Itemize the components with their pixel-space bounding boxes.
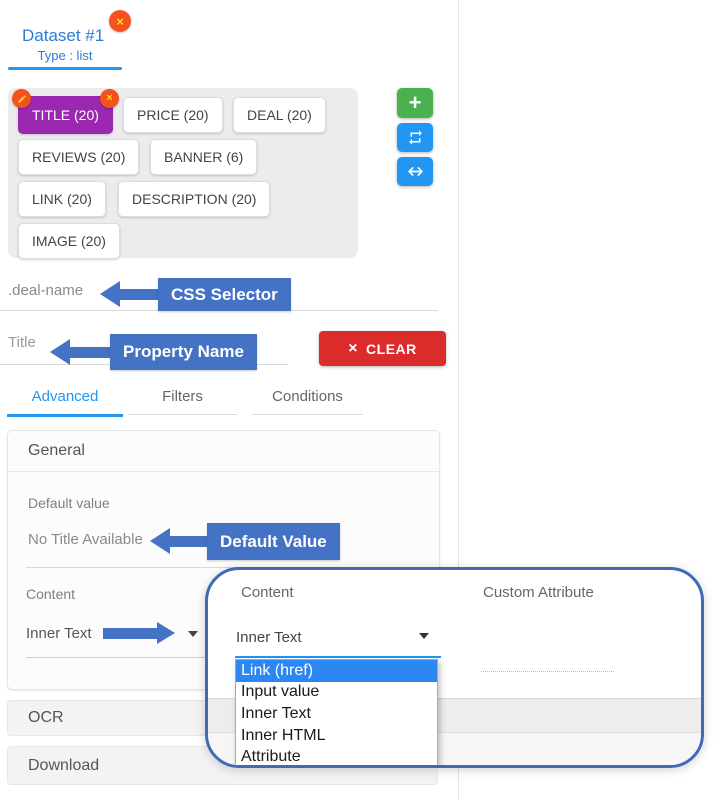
- arrow-shaft: [103, 628, 158, 639]
- chip-label: BANNER (6): [164, 149, 244, 165]
- chevron-down-icon[interactable]: [419, 633, 429, 639]
- field-chip-reviews[interactable]: REVIEWS (20): [18, 139, 140, 175]
- tab-conditions[interactable]: Conditions: [252, 388, 363, 415]
- option-link-href[interactable]: Link (href): [236, 660, 437, 682]
- general-header[interactable]: General: [28, 442, 85, 459]
- chip-label: DESCRIPTION (20): [132, 191, 257, 207]
- default-value-input[interactable]: No Title Available: [28, 531, 143, 548]
- custom-attribute-input[interactable]: [481, 671, 614, 672]
- option-input-value[interactable]: Input value: [241, 683, 320, 701]
- clear-button[interactable]: × CLEAR: [319, 331, 446, 366]
- plus-icon: +: [408, 90, 422, 115]
- chip-label: IMAGE (20): [32, 233, 106, 249]
- dataset-title[interactable]: Dataset #1: [22, 26, 105, 45]
- content-label: Content: [241, 584, 294, 601]
- default-value-annotation: Default Value: [207, 523, 340, 560]
- close-icon: ×: [348, 339, 359, 357]
- field-chip-banner[interactable]: BANNER (6): [150, 139, 258, 175]
- clear-label: CLEAR: [366, 340, 417, 357]
- arrow-left-icon: [100, 281, 120, 307]
- active-dataset-underline: [8, 67, 122, 70]
- chip-label: REVIEWS (20): [32, 149, 126, 165]
- remove-field-button[interactable]: ×: [99, 89, 119, 108]
- expand-horizontal-button[interactable]: [397, 157, 433, 186]
- custom-attribute-label: Custom Attribute: [483, 584, 594, 601]
- css-selector-annotation: CSS Selector: [158, 278, 291, 311]
- option-inner-html[interactable]: Inner HTML: [241, 726, 326, 744]
- arrow-left-icon: [150, 528, 170, 554]
- default-value-underline: [26, 567, 418, 568]
- property-name-annotation: Property Name: [110, 334, 257, 370]
- field-chip-title[interactable]: TITLE (20) ×: [12, 89, 119, 134]
- field-chip-image[interactable]: IMAGE (20): [18, 223, 120, 259]
- arrow-shaft: [119, 289, 158, 300]
- content-select[interactable]: Inner Text: [236, 629, 302, 646]
- content-options-dropdown: Link (href) Input value Inner Text Inner…: [235, 659, 438, 766]
- pencil-icon: [17, 94, 26, 103]
- content-options-popup: Content Custom Attribute Inner Text Link…: [205, 567, 704, 768]
- content-underline: [26, 657, 211, 658]
- column-divider: [458, 0, 459, 800]
- arrow-left-icon: [50, 339, 70, 365]
- remove-dataset-button[interactable]: ×: [109, 10, 131, 32]
- chevron-down-icon[interactable]: [188, 631, 198, 637]
- chip-label: PRICE (20): [137, 107, 209, 123]
- horizontal-arrows-icon: [407, 167, 423, 176]
- option-attribute[interactable]: Attribute: [241, 748, 301, 766]
- content-select[interactable]: Inner Text: [26, 625, 92, 642]
- arrow-shaft: [69, 347, 111, 358]
- close-icon: ×: [116, 13, 124, 29]
- property-name-input[interactable]: Title: [8, 334, 36, 351]
- tab-advanced[interactable]: Advanced: [7, 388, 123, 417]
- dataset-type-label: Type : list: [37, 48, 93, 63]
- field-chip-link[interactable]: LINK (20): [18, 181, 106, 217]
- field-chip-price[interactable]: PRICE (20): [123, 97, 223, 133]
- close-icon: ×: [106, 92, 113, 104]
- chip-label: LINK (20): [32, 191, 92, 207]
- section-divider: [8, 471, 439, 472]
- option-inner-text[interactable]: Inner Text: [241, 704, 311, 722]
- refresh-fields-button[interactable]: [397, 123, 433, 152]
- content-label: Content: [26, 586, 76, 602]
- select-focus-underline: [235, 656, 441, 658]
- repeat-icon: [408, 130, 422, 145]
- field-chip-deal[interactable]: DEAL (20): [233, 97, 326, 133]
- add-field-button[interactable]: +: [397, 88, 433, 118]
- chip-label: DEAL (20): [247, 107, 312, 123]
- field-chip-description[interactable]: DESCRIPTION (20): [118, 181, 271, 217]
- css-selector-input[interactable]: .deal-name: [8, 282, 84, 299]
- edit-field-button[interactable]: [12, 89, 31, 108]
- arrow-right-icon: [157, 622, 175, 644]
- chip-label: TITLE (20): [32, 107, 99, 123]
- arrow-shaft: [169, 536, 208, 547]
- tab-filters[interactable]: Filters: [128, 388, 237, 415]
- default-value-label: Default value: [28, 495, 110, 511]
- fields-panel: TITLE (20) × PRICE (20) DEAL (20) REVIEW…: [8, 88, 358, 259]
